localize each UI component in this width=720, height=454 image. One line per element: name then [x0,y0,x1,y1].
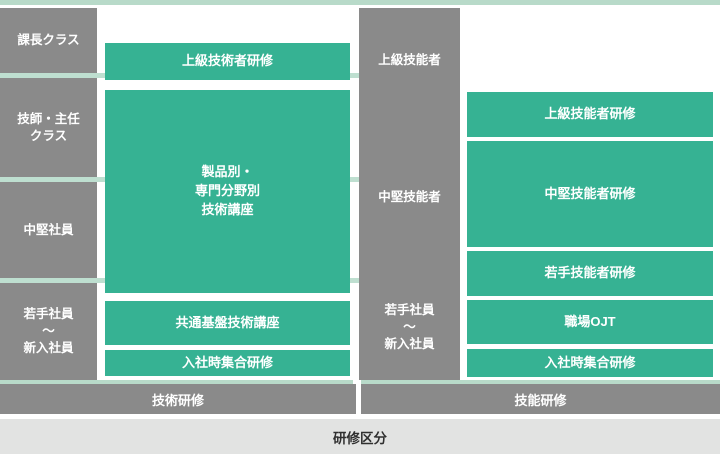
category-bar-skill-training: 技能研修 [361,384,720,414]
course-young-skilled-worker-training: 若手技能者研修 [467,251,713,296]
level-label-junior-to-new-employee: 若手社員 〜 新入社員 [0,283,97,380]
level-label-engineer-supervisor-class: 技師・主任 クラス [0,78,97,177]
level-label-mid-level-employee: 中堅社員 [0,182,97,278]
course-product-and-specialty-technical-lectures: 製品別・ 専門分野別 技術講座 [105,90,350,293]
course-advanced-engineer-training: 上級技術者研修 [105,43,350,80]
level-label-mid-skilled-worker: 中堅技能者 [378,190,441,204]
course-workplace-ojt: 職場OJT [467,300,713,344]
level-label-senior-skilled-worker: 上級技能者 [378,53,441,67]
level-label-junior-to-new-employee-right: 若手社員 〜 新入社員 [384,303,435,351]
top-accent-strip [0,0,720,5]
level-label-section-chief-class: 課長クラス [0,8,97,73]
right-level-label-column: 上級技能者 中堅技能者 若手社員 〜 新入社員 [359,8,460,380]
bottom-separator-line-right [361,380,720,384]
footer-category-bar: 研修区分 [0,419,720,454]
footer-category-label: 研修区分 [333,430,387,446]
course-mid-skilled-worker-training: 中堅技能者研修 [467,141,713,247]
course-induction-group-training-left: 入社時集合研修 [105,350,350,376]
course-common-foundation-technical-lectures: 共通基盤技術講座 [105,301,350,345]
bottom-separator-line-left [0,380,353,384]
course-senior-skilled-worker-training: 上級技能者研修 [467,92,713,137]
category-bar-technical-training: 技術研修 [0,384,356,414]
course-induction-group-training-right: 入社時集合研修 [467,349,713,377]
